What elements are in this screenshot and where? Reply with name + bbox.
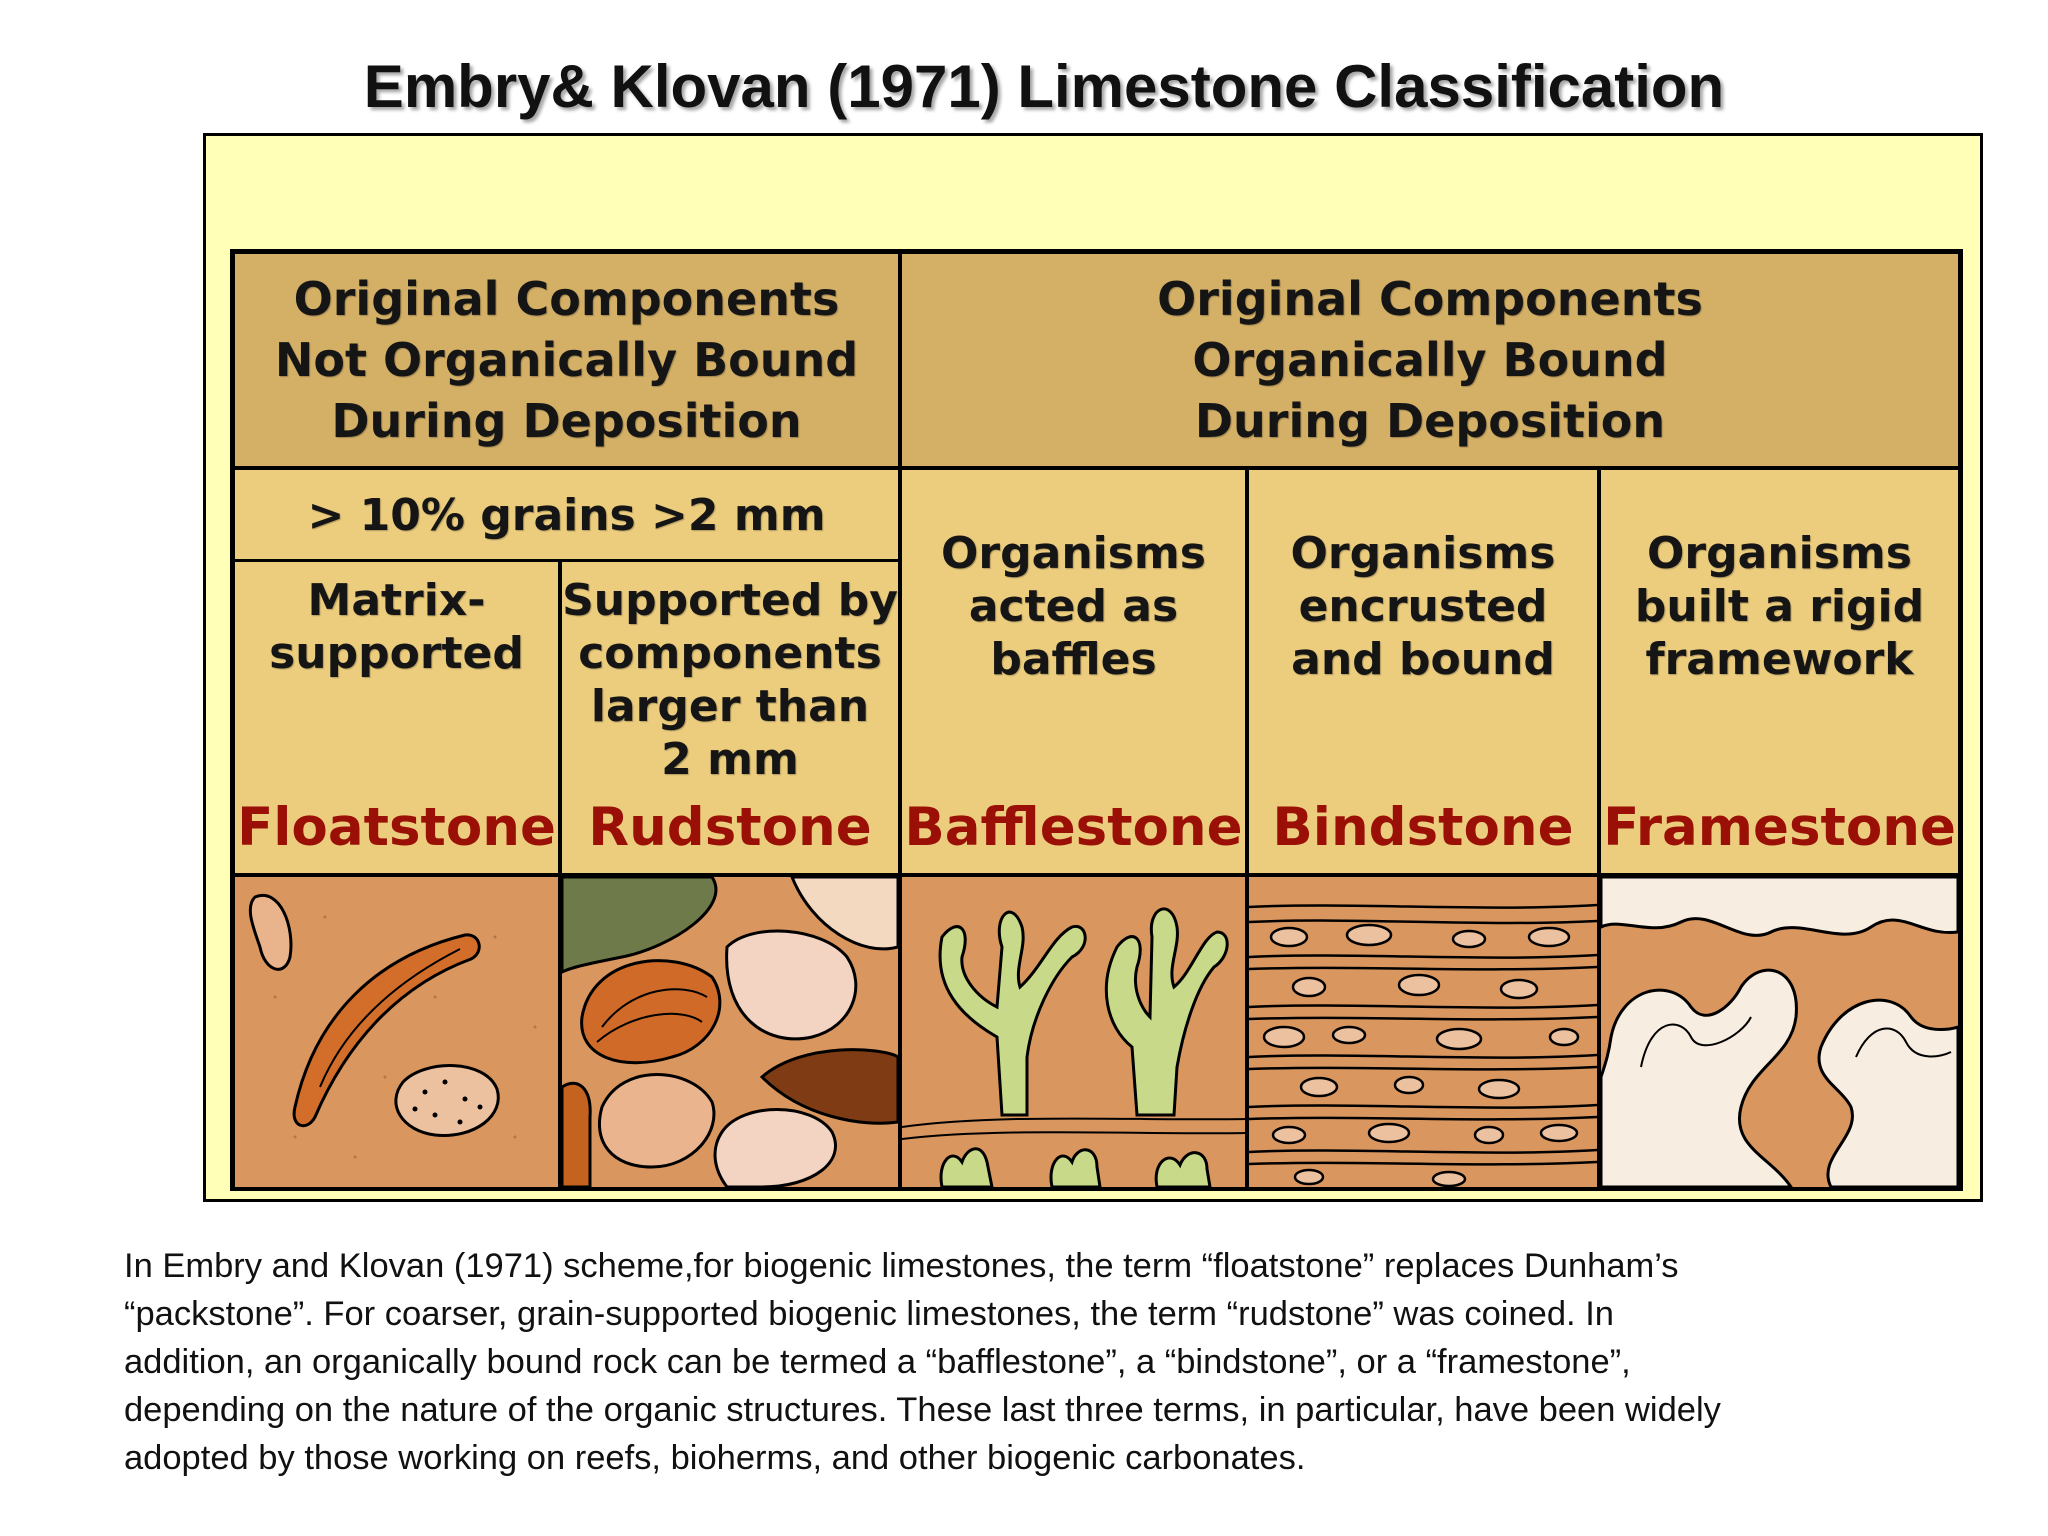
rock-name-bafflestone: Bafflestone (904, 797, 1243, 858)
bindstone-description: Organisms encrusted and bound (1290, 528, 1556, 685)
grid-line-col3 (1245, 468, 1249, 1186)
grid-line-art-top (235, 873, 1958, 877)
floatstone-description: Matrix- supported (269, 575, 524, 679)
rudstone-description: Supported by components larger than 2 mm (562, 575, 898, 785)
rock-name-bindstone: Bindstone (1272, 797, 1574, 858)
bafflestone-illustration (902, 877, 1245, 1187)
grain-criterion-label: > 10% grains >2 mm (307, 490, 826, 541)
grid-line-col1 (558, 560, 562, 1186)
grid-line-col4 (1597, 468, 1601, 1186)
framestone-illustration (1601, 877, 1958, 1187)
rock-name-floatstone: Floatstone (237, 797, 556, 858)
grid-line-header-bottom (235, 466, 1958, 470)
rock-name-framestone: Framestone (1603, 797, 1956, 858)
rudstone-illustration (562, 877, 898, 1187)
grid-line-criterion-bottom (235, 559, 898, 562)
header-organically-bound: Original Components Organically Bound Du… (1157, 272, 1703, 448)
grid-line-group-divider (898, 254, 902, 1186)
floatstone-illustration (235, 877, 558, 1187)
rock-name-rudstone: Rudstone (588, 797, 872, 858)
classification-table: Original Components Not Organically Boun… (230, 249, 1963, 1191)
framestone-description: Organisms built a rigid framework (1634, 528, 1925, 685)
bafflestone-description: Organisms acted as baffles (941, 528, 1206, 685)
header-not-organically-bound: Original Components Not Organically Boun… (274, 272, 859, 448)
caption: In Embry and Klovan (1971) scheme,for bi… (124, 1247, 1721, 1477)
slide-title: Embry& Klovan (1971) Limestone Classific… (363, 53, 1725, 120)
bindstone-illustration (1249, 877, 1597, 1187)
